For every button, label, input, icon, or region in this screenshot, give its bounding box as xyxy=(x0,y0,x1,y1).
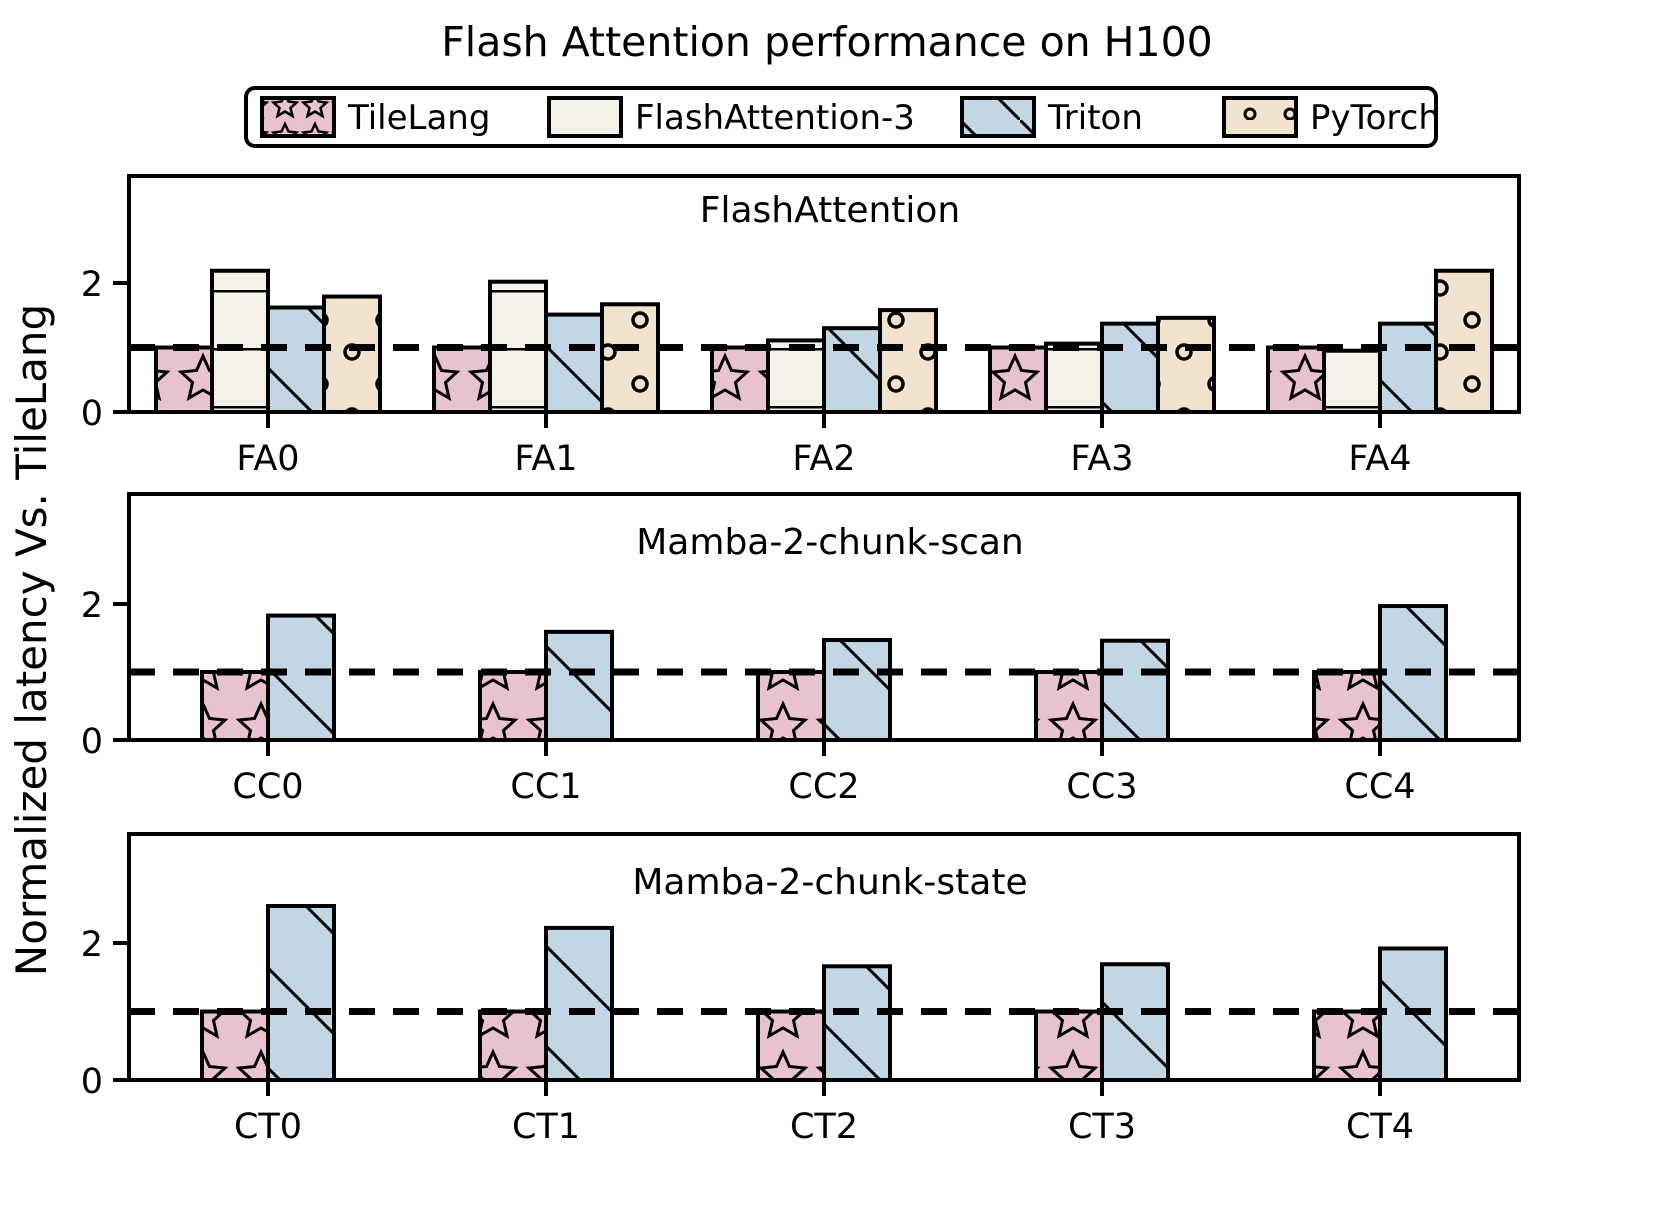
x-tick-label-cc4: CC4 xyxy=(1344,767,1415,807)
bar-fa3-flashattention-3 xyxy=(1044,341,1104,412)
x-tick-label-fa0: FA0 xyxy=(236,439,299,479)
bar-fa1-tilelang xyxy=(432,345,492,412)
bar-fa3-tilelang xyxy=(988,345,1048,412)
legend-frame xyxy=(244,86,1438,148)
x-tick-label-cc2: CC2 xyxy=(788,767,859,807)
bar-ct2-tilelang xyxy=(756,1009,826,1080)
bar-fa1-pytorch xyxy=(600,302,660,412)
bar-cc3-triton xyxy=(1100,638,1170,740)
y-tick-label-2: 2 xyxy=(81,586,103,626)
x-tick-label-ct1: CT1 xyxy=(512,1107,580,1147)
bar-fa0-flashattention-3 xyxy=(210,268,270,412)
x-tick-label-cc0: CC0 xyxy=(232,767,303,807)
bar-cc2-tilelang xyxy=(756,670,826,740)
figure-title: Flash Attention performance on H100 xyxy=(441,18,1213,66)
panel-0-x-axis: FA0 FA1 FA2 FA3 FA4 xyxy=(236,412,1412,479)
bar-ct0-tilelang xyxy=(200,1009,270,1080)
bar-fa0-pytorch xyxy=(322,294,382,412)
y-tick-label-0: 0 xyxy=(81,722,103,762)
bar-fa2-triton xyxy=(822,326,882,412)
panel-0-y-axis: 02 xyxy=(81,265,129,434)
panel-1-y-axis: 02 xyxy=(81,586,129,762)
x-tick-label-ct3: CT3 xyxy=(1068,1107,1136,1147)
bar-fa2-tilelang xyxy=(710,345,770,412)
x-tick-label-fa1: FA1 xyxy=(514,439,577,479)
x-tick-label-ct2: CT2 xyxy=(790,1107,858,1147)
bar-fa1-triton xyxy=(544,312,604,412)
bar-ct1-triton xyxy=(544,925,614,1080)
x-tick-label-ct4: CT4 xyxy=(1346,1107,1414,1147)
y-tick-label-2: 2 xyxy=(81,925,103,965)
legend-item-triton[interactable]: Triton xyxy=(960,96,1143,138)
x-tick-label-cc1: CC1 xyxy=(510,767,581,807)
panel-2-y-axis: 02 xyxy=(81,925,129,1102)
bar-fa0-triton xyxy=(266,305,326,412)
bar-cc0-triton xyxy=(266,613,336,740)
bar-fa0-tilelang xyxy=(154,345,214,412)
bar-fa2-pytorch xyxy=(878,308,938,412)
legend-label-tilelang: TileLang xyxy=(347,98,490,138)
bar-cc3-tilelang xyxy=(1034,670,1104,740)
legend-item-pytorch[interactable]: PyTorch xyxy=(1222,96,1440,138)
bar-fa2-flashattention-3 xyxy=(766,338,826,412)
x-tick-label-ct0: CT0 xyxy=(234,1107,302,1147)
y-tick-label-0: 0 xyxy=(81,394,103,434)
bar-fa4-tilelang xyxy=(1266,345,1326,412)
legend-swatch-pytorch xyxy=(1222,96,1298,138)
legend-swatch-triton xyxy=(960,96,1036,138)
y-tick-label-2: 2 xyxy=(81,265,103,305)
bar-fa3-pytorch xyxy=(1156,315,1216,412)
bar-fa4-pytorch xyxy=(1434,268,1494,412)
panel-1-x-axis: CC0 CC1 CC2 CC3 CC4 xyxy=(232,740,1416,807)
bar-cc4-tilelang xyxy=(1312,670,1382,740)
bar-fa3-triton xyxy=(1100,321,1160,412)
bar-fa4-triton xyxy=(1378,321,1438,412)
y-tick-label-0: 0 xyxy=(81,1062,103,1102)
panel-0-bars xyxy=(154,268,1494,412)
bar-cc2-triton xyxy=(822,638,892,740)
x-tick-label-fa4: FA4 xyxy=(1348,439,1411,479)
bar-ct0-triton xyxy=(266,904,336,1080)
x-tick-label-cc3: CC3 xyxy=(1066,767,1137,807)
y-axis-label: Normalized latency Vs. TileLang xyxy=(7,304,56,976)
bar-cc0-tilelang xyxy=(200,670,270,740)
bar-fa4-flashattention-3 xyxy=(1322,348,1382,412)
x-tick-label-fa3: FA3 xyxy=(1070,439,1133,479)
panel-0-title: FlashAttention xyxy=(700,190,961,231)
bar-ct4-tilelang xyxy=(1312,1009,1382,1080)
panel-2-bars xyxy=(200,904,1448,1080)
bar-cc1-tilelang xyxy=(478,670,548,740)
x-tick-label-fa2: FA2 xyxy=(792,439,855,479)
legend-label-flashattention-3: FlashAttention-3 xyxy=(635,98,915,138)
panel-2-x-axis: CT0 CT1 CT2 CT3 CT4 xyxy=(234,1080,1414,1147)
bar-ct2-triton xyxy=(822,964,892,1080)
legend-item-tilelang[interactable]: TileLang xyxy=(260,96,490,138)
legend: TileLang FlashAttention-3 Triton PyTorch xyxy=(244,86,1440,148)
bar-ct3-tilelang xyxy=(1034,1009,1104,1080)
panel-1-title: Mamba-2-chunk-scan xyxy=(636,522,1024,563)
legend-item-flashattention-3[interactable]: FlashAttention-3 xyxy=(547,96,915,138)
legend-swatch-tilelang xyxy=(260,96,336,138)
panel-2-title: Mamba-2-chunk-state xyxy=(632,862,1027,903)
legend-label-triton: Triton xyxy=(1047,98,1143,138)
legend-label-pytorch: PyTorch xyxy=(1310,98,1440,138)
legend-swatch-flashattention-3 xyxy=(547,96,623,138)
bar-ct1-tilelang xyxy=(478,1009,548,1080)
bar-ct3-triton xyxy=(1100,962,1170,1080)
bar-cc1-triton xyxy=(544,629,614,740)
